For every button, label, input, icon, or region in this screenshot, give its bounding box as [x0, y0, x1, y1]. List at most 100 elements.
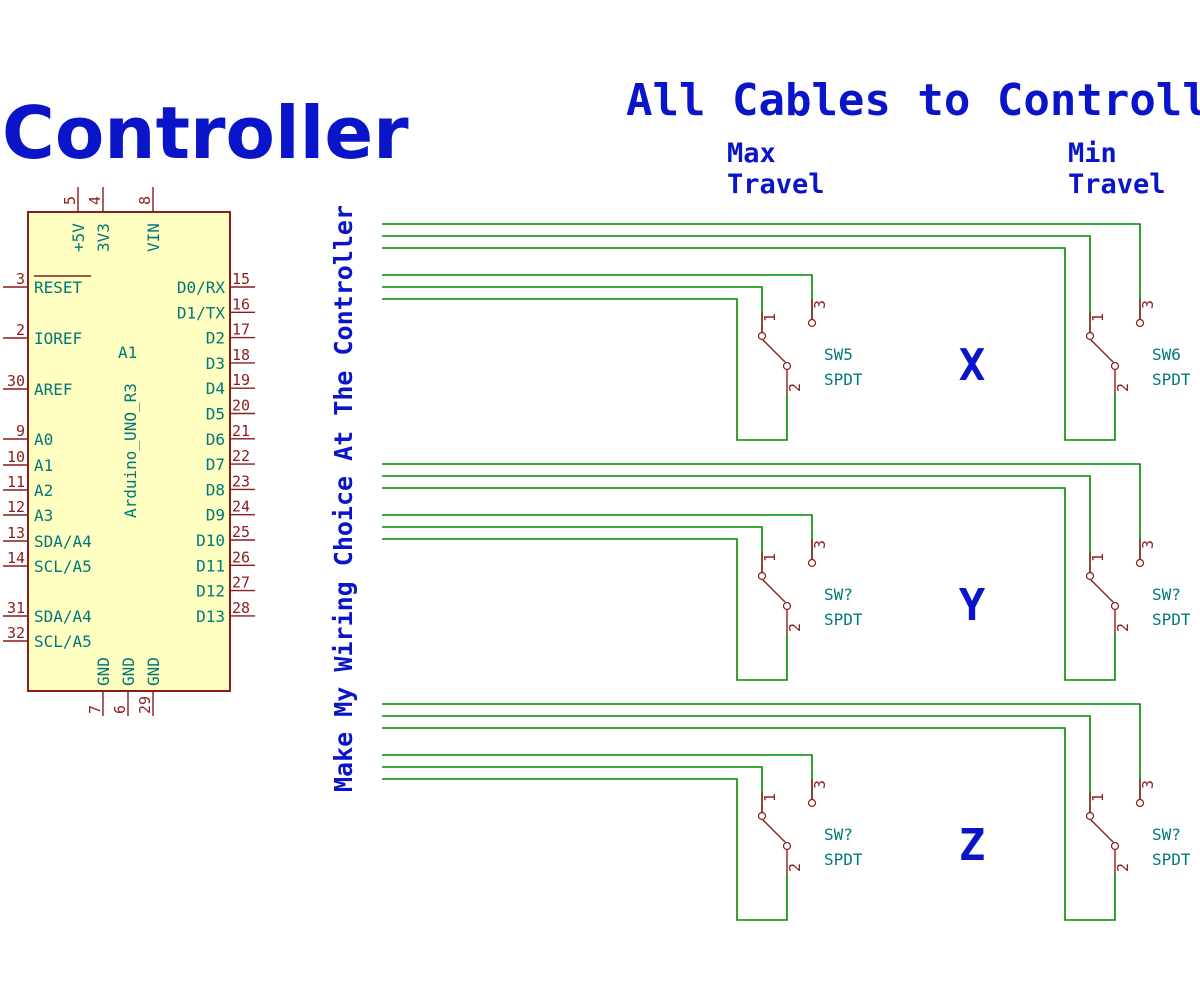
- pin-number-left: 11: [7, 473, 25, 491]
- pin-number-right: 23: [232, 472, 250, 490]
- pin-number-left: 9: [16, 422, 25, 440]
- switch-pin-number: 3: [1139, 780, 1157, 789]
- pin-label-left: IOREF: [34, 329, 82, 348]
- wire-min-pin2: [382, 727, 1116, 921]
- axis-label: Z: [959, 820, 986, 871]
- switch-ref: SW?: [824, 825, 853, 844]
- wire-max-pin1: [382, 526, 763, 572]
- wire-min-pin1: [382, 715, 1091, 812]
- switch-common-contact: [782, 601, 792, 611]
- pin-number-right: 20: [232, 397, 250, 415]
- switch-ref: SW5: [824, 345, 853, 364]
- switch-pin-number: 1: [761, 553, 779, 562]
- cables-title: All Cables to Controller: [626, 75, 1200, 126]
- pin-number-right: 15: [232, 270, 250, 288]
- controller-title: Controller: [2, 91, 409, 175]
- switch-ref: SW?: [1152, 825, 1181, 844]
- switch-value: SPDT: [824, 370, 863, 389]
- switch-lever: [762, 339, 786, 363]
- switch-lever: [762, 579, 786, 603]
- pin-label-top: +5V: [69, 223, 88, 252]
- pin-label-top: 3V3: [94, 223, 113, 252]
- wire-min-pin3: [382, 223, 1141, 322]
- switch-common-contact: [1110, 841, 1120, 851]
- switch-pin-number: 3: [811, 780, 829, 789]
- pin-number-left: 31: [7, 599, 25, 617]
- switch-pin-number: 1: [1089, 793, 1107, 802]
- pin-label-left: SCL/A5: [34, 632, 92, 651]
- pin-label-right: D9: [206, 506, 225, 525]
- axis-labels: XYZ: [959, 340, 986, 871]
- switch-common-contact: [1110, 361, 1120, 371]
- pin-number-left: 14: [7, 549, 25, 567]
- switch-ref: SW6: [1152, 345, 1181, 364]
- switch-contact-3: [1135, 558, 1145, 568]
- pin-number-left: 13: [7, 524, 25, 542]
- switch-pin-number: 1: [1089, 313, 1107, 322]
- switch-pin-number: 2: [786, 383, 804, 392]
- pin-number-right: 24: [232, 498, 250, 516]
- wire-min-pin1: [382, 235, 1091, 332]
- switch-contact-3: [1135, 318, 1145, 328]
- pin-number-right: 19: [232, 371, 250, 389]
- pin-label-right: D7: [206, 455, 225, 474]
- switch-pin-number: 2: [786, 623, 804, 632]
- switch-value: SPDT: [1152, 370, 1191, 389]
- min-travel-label-line1: Min: [1068, 138, 1117, 169]
- switch-lever: [1090, 819, 1114, 843]
- switch-contact-1: [1085, 571, 1095, 581]
- wire-min-pin2: [382, 247, 1116, 441]
- pin-number-right: 28: [232, 599, 250, 617]
- pin-label-left: A0: [34, 430, 53, 449]
- switch-pin-number: 3: [811, 300, 829, 309]
- switch-contact-1: [757, 331, 767, 341]
- switch-pin-number: 1: [761, 313, 779, 322]
- switch-value: SPDT: [824, 850, 863, 869]
- switch-pin-number: 2: [1114, 383, 1132, 392]
- pin-number-right: 25: [232, 523, 250, 541]
- switch-contact-3: [807, 558, 817, 568]
- switch-lever: [1090, 339, 1114, 363]
- max-travel-label-line1: Max: [727, 138, 776, 169]
- arduino-body: [27, 211, 231, 692]
- switch-contact-1: [1085, 811, 1095, 821]
- wiring-note: Make My Wiring Choice At The Controller: [329, 205, 358, 792]
- switch-pin-number: 2: [1114, 863, 1132, 872]
- switches: 123SW5SPDT123SW6SPDT123SW?SPDT123SW?SPDT…: [757, 299, 1191, 874]
- min-travel-label-line2: Travel: [1068, 169, 1166, 200]
- pin-number-bottom: 29: [136, 696, 154, 714]
- pin-label-left: RESET: [34, 278, 83, 297]
- wire-min-pin1: [382, 475, 1091, 572]
- pin-label-right: D4: [206, 379, 225, 398]
- wire-max-pin2: [382, 298, 788, 441]
- pin-number-bottom: 7: [86, 705, 104, 714]
- pin-label-right: D12: [196, 582, 225, 601]
- switch-contact-1: [757, 811, 767, 821]
- pin-number-left: 10: [7, 448, 25, 466]
- pin-number-bottom: 6: [111, 705, 129, 714]
- switch-contact-1: [757, 571, 767, 581]
- pin-number-right: 22: [232, 447, 250, 465]
- pin-label-left: A1: [34, 456, 53, 475]
- pin-number-left: 2: [16, 321, 25, 339]
- max-travel-label-line2: Travel: [727, 169, 825, 200]
- pin-label-right: D8: [206, 480, 225, 499]
- switch-ref: SW?: [824, 585, 853, 604]
- pin-number-left: 32: [7, 624, 25, 642]
- pin-number-top: 5: [61, 196, 79, 205]
- switch-pin-number: 1: [761, 793, 779, 802]
- switch-lever: [762, 819, 786, 843]
- pin-label-top: VIN: [144, 223, 163, 252]
- arduino-name: Arduino_UNO_R3: [121, 383, 140, 518]
- pin-number-right: 16: [232, 295, 250, 313]
- pin-number-left: 3: [16, 270, 25, 288]
- pin-label-right: D5: [206, 405, 225, 424]
- pin-label-left: AREF: [34, 380, 73, 399]
- pin-label-bottom: GND: [119, 657, 138, 686]
- wire-max-pin1: [382, 286, 763, 332]
- pin-number-left: 12: [7, 498, 25, 516]
